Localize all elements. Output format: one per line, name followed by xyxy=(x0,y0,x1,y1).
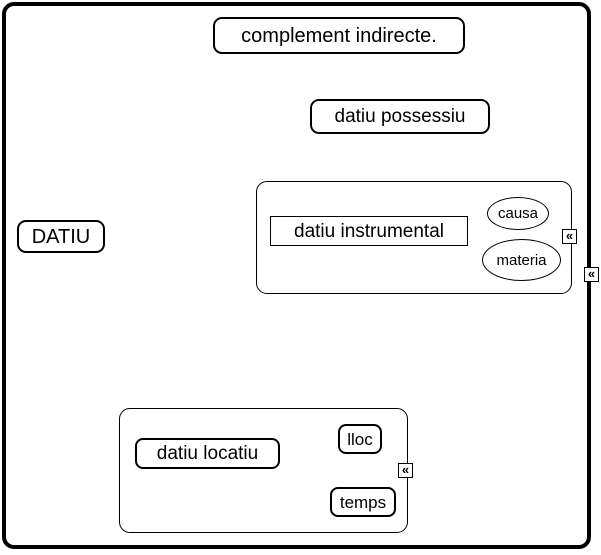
node-lloc-label: lloc xyxy=(347,429,373,449)
node-datiu-label: DATIU xyxy=(31,225,91,248)
node-datiu-instrumental[interactable]: datiu instrumental xyxy=(270,216,468,246)
node-materia[interactable]: materia xyxy=(482,239,561,281)
node-complement-indirecte-label: complement indirecte. xyxy=(241,24,437,47)
node-temps-label: temps xyxy=(339,492,387,512)
group-datiu-instrumental[interactable]: datiu instrumental causa materia « xyxy=(256,181,577,294)
node-datiu[interactable]: DATIU xyxy=(17,220,105,253)
collapse-icon[interactable]: « xyxy=(584,267,599,282)
node-materia-label: materia xyxy=(496,251,547,269)
node-datiu-possessiu[interactable]: datiu possessiu xyxy=(310,99,490,134)
node-causa[interactable]: causa xyxy=(487,197,549,230)
node-lloc[interactable]: lloc xyxy=(338,424,382,454)
node-datiu-instrumental-label: datiu instrumental xyxy=(294,220,444,242)
group-datiu-locatiu[interactable]: datiu locatiu lloc temps « xyxy=(119,408,413,533)
collapse-icon[interactable]: « xyxy=(398,463,413,478)
node-causa-label: causa xyxy=(497,205,539,222)
collapse-icon[interactable]: « xyxy=(562,229,577,244)
node-datiu-locatiu-label: datiu locatiu xyxy=(156,443,259,464)
node-datiu-possessiu-label: datiu possessiu xyxy=(334,106,466,127)
node-temps[interactable]: temps xyxy=(330,487,396,517)
node-datiu-locatiu[interactable]: datiu locatiu xyxy=(135,438,280,469)
node-complement-indirecte[interactable]: complement indirecte. xyxy=(213,17,465,54)
